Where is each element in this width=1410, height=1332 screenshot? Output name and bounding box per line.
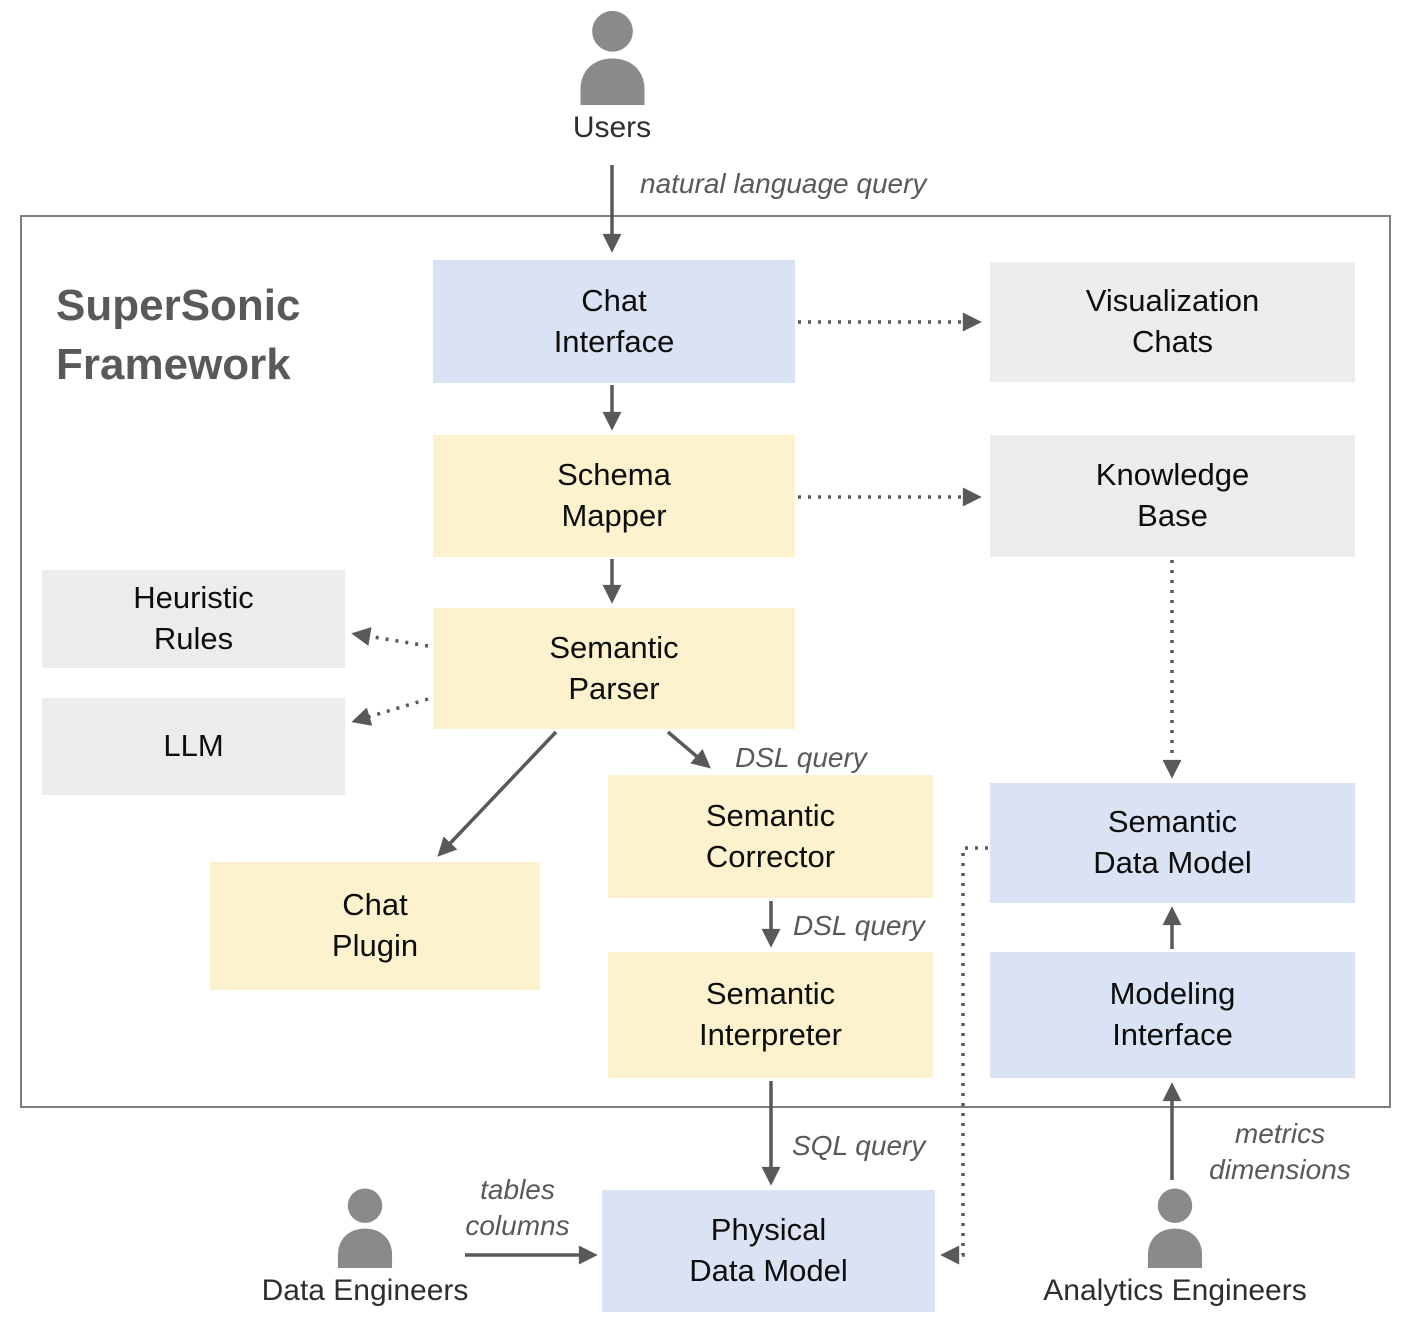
diagram-title: SuperSonic Framework	[56, 281, 301, 390]
edge-label-dsl-query-2: DSL query	[793, 910, 925, 941]
actor-data-engineers: Data Engineers	[240, 1186, 490, 1308]
node-physical-data-model-label: Physical Data Model	[689, 1212, 848, 1288]
node-visualization-chats-label: Visualization Chats	[1085, 283, 1260, 359]
edge-label-dsl-query-1: DSL query	[735, 742, 867, 773]
node-chat-interface: Chat Interface	[433, 260, 795, 383]
node-semantic-data-model: Semantic Data Model	[990, 783, 1355, 903]
actor-users-label: Users	[572, 111, 652, 144]
node-schema-mapper-label: Schema Mapper	[557, 457, 671, 533]
node-semantic-corrector: Semantic Corrector	[608, 775, 933, 898]
node-semantic-corrector-label: Semantic Corrector	[705, 797, 836, 874]
node-knowledge-base: Knowledge Base	[990, 435, 1355, 557]
node-chat-plugin-label: Chat Plugin	[331, 887, 419, 963]
node-schema-mapper: Schema Mapper	[433, 435, 795, 557]
node-visualization-chats: Visualization Chats	[990, 262, 1355, 382]
node-semantic-interpreter: Semantic Interpreter	[608, 952, 933, 1078]
node-modeling-interface-label: Modeling Interface	[1109, 976, 1236, 1052]
node-physical-data-model: Physical Data Model	[602, 1190, 935, 1312]
node-heuristic-rules: Heuristic Rules	[42, 570, 345, 668]
edge-label-tables-columns: tables columns	[465, 1174, 570, 1241]
edge-label-sql-query: SQL query	[792, 1130, 926, 1161]
framework-boundary-box	[20, 215, 1391, 1108]
node-semantic-parser: Semantic Parser	[433, 608, 795, 729]
node-semantic-interpreter-label: Semantic Interpreter	[698, 976, 842, 1052]
actor-data-engineers-label: Data Engineers	[261, 1274, 469, 1307]
node-llm-label: LLM	[163, 728, 224, 764]
node-chat-interface-label: Chat Interface	[553, 282, 675, 359]
actor-analytics-engineers: Analytics Engineers	[1035, 1186, 1315, 1308]
analytics-engineer-icon	[1147, 1188, 1203, 1268]
user-icon	[579, 10, 645, 105]
node-llm: LLM	[42, 698, 345, 795]
node-modeling-interface: Modeling Interface	[990, 952, 1355, 1078]
node-semantic-data-model-label: Semantic Data Model	[1093, 804, 1252, 880]
edge-label-natural-language-query: natural language query	[640, 168, 927, 199]
node-chat-plugin: Chat Plugin	[210, 862, 540, 990]
actor-users: Users	[517, 8, 707, 145]
node-semantic-parser-label: Semantic Parser	[549, 629, 679, 706]
node-heuristic-rules-label: Heuristic Rules	[133, 580, 254, 656]
node-knowledge-base-label: Knowledge Base	[1095, 457, 1250, 533]
edge-label-metrics-dimensions: metrics dimensions	[1209, 1118, 1351, 1185]
data-engineer-icon	[337, 1188, 393, 1268]
actor-analytics-engineers-label: Analytics Engineers	[1043, 1274, 1307, 1307]
